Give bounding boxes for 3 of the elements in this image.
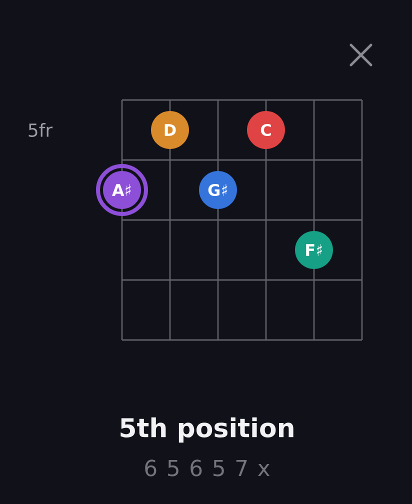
title: 5th position — [120, 417, 294, 443]
caption: 6 5 6 5 7 x — [145, 460, 270, 476]
fret-label: 5fr — [28, 123, 53, 137]
